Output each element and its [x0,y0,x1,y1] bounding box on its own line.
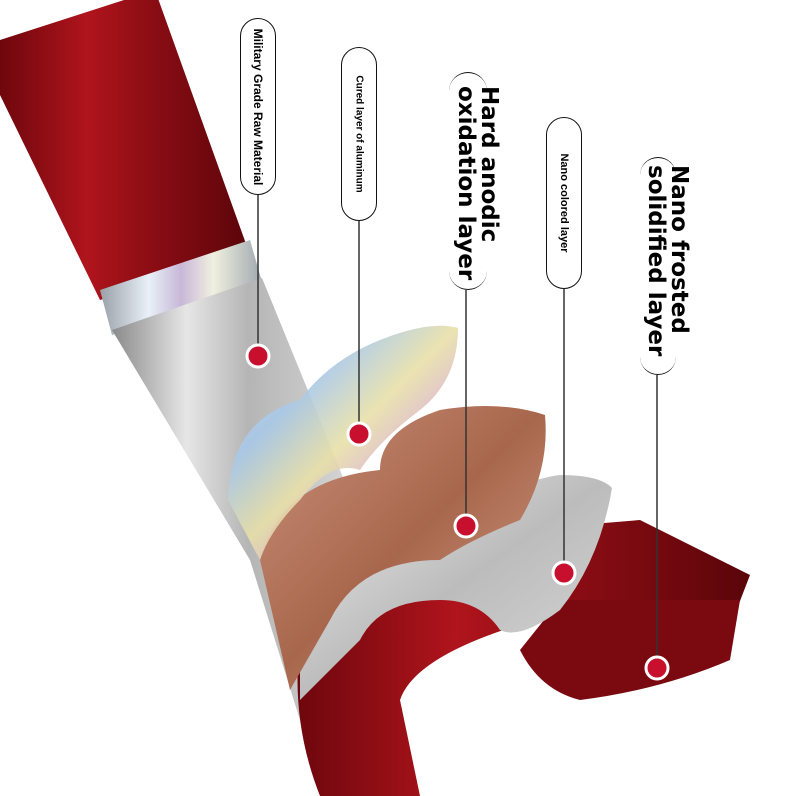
label-nano-frosted-line1: Nano frosted [667,165,690,356]
label-hard-anodic-line2: oxidation layer [454,86,477,280]
label-nano-frosted: Nano frosted solidified layer [644,165,690,356]
callout-nano-colored: Nano colored layer [546,117,582,289]
label-cured: Cured layer of aluminum [354,75,365,192]
label-nano-frosted-line2: solidified layer [644,165,667,356]
marker-nano-frosted [646,657,668,679]
callout-cured: Cured layer of aluminum [341,47,377,221]
marker-military [247,345,269,367]
marker-nano-colored [553,562,575,584]
label-hard-anodic-line1: Hard anodic [477,86,500,280]
label-hard-anodic: Hard anodic oxidation layer [454,86,500,280]
label-nano-colored: Nano colored layer [558,153,570,252]
callout-military: Military Grade Raw Material [240,18,276,195]
marker-hard-anodic [455,515,477,537]
label-military: Military Grade Raw Material [251,28,265,185]
marker-cured [348,423,370,445]
